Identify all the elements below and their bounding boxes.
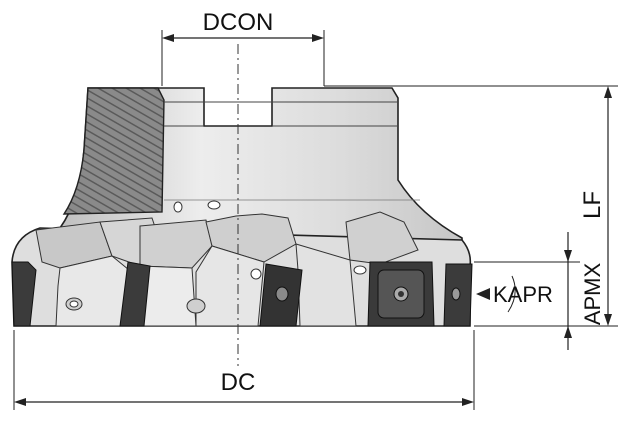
insert-2 [119, 261, 151, 327]
lf-dimension: LF [324, 85, 618, 327]
dcon-dimension: DCON [161, 9, 325, 86]
kapr-label: KAPR [493, 282, 553, 307]
dc-label: DC [221, 369, 256, 396]
cutting-inserts [11, 261, 473, 327]
lf-label: LF [579, 191, 606, 219]
dc-dimension: DC [13, 330, 475, 410]
apmx-label: APMX [580, 263, 605, 326]
apmx-dimension: APMX [474, 232, 605, 350]
hatched-section [62, 87, 165, 215]
kapr-dimension: KAPR [476, 275, 553, 313]
dcon-label: DCON [203, 9, 274, 36]
insert-1 [11, 261, 37, 327]
